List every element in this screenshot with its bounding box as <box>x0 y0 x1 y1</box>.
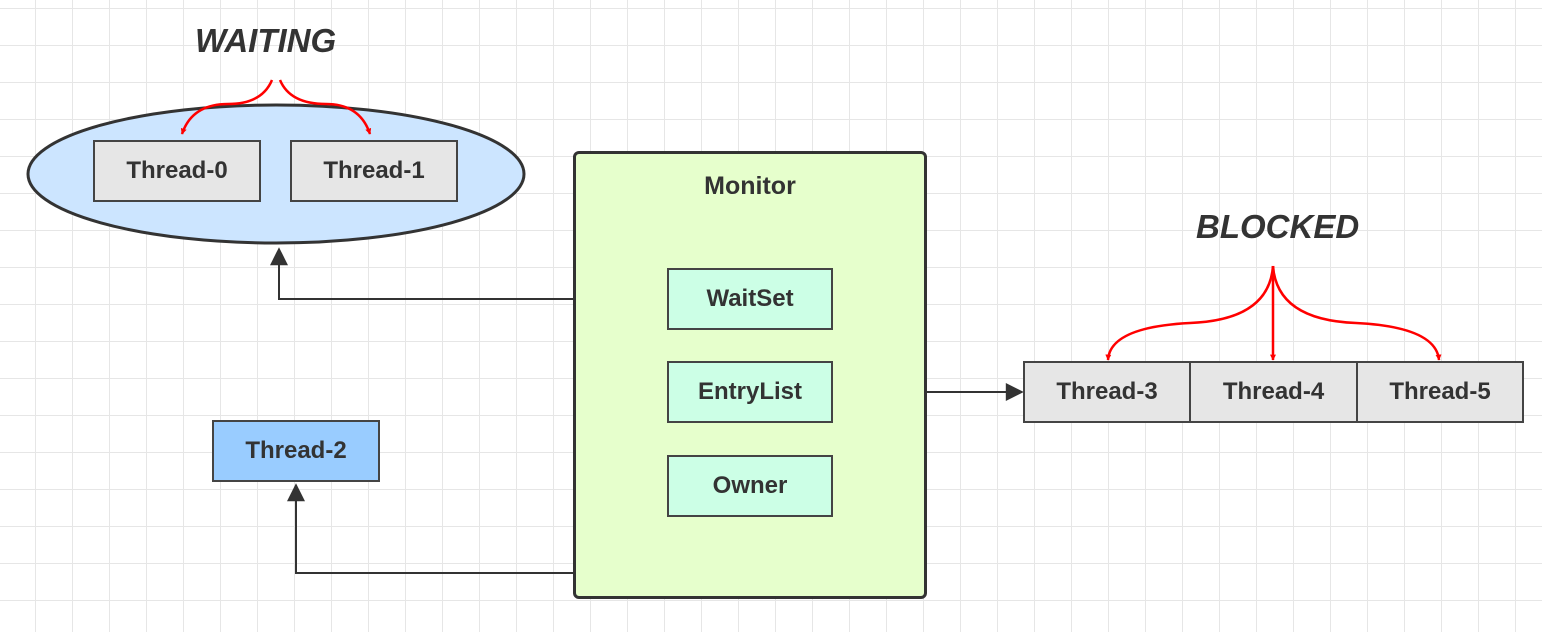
thread-5-box: Thread-5 <box>1356 361 1524 423</box>
thread-1-box: Thread-1 <box>290 140 458 202</box>
thread-0-box: Thread-0 <box>93 140 261 202</box>
entrylist-field: EntryList <box>667 361 833 423</box>
thread-4-box: Thread-4 <box>1189 361 1358 423</box>
waitset-to-waiting-arrow <box>270 247 667 300</box>
thread-3-box: Thread-3 <box>1023 361 1191 423</box>
waiting-arrow-left <box>180 79 274 135</box>
blocked-arrow-left <box>1105 265 1275 361</box>
waiting-state-label: WAITING <box>195 22 337 59</box>
thread-2-box: Thread-2 <box>212 420 380 482</box>
owner-field: Owner <box>667 455 833 517</box>
monitor-title: Monitor <box>704 172 796 200</box>
blocked-arrow-right <box>1271 265 1442 361</box>
waitset-field: WaitSet <box>667 268 833 330</box>
waiting-arrow-right <box>278 79 372 135</box>
waiting-set-ellipse <box>26 103 526 245</box>
blocked-state-label: BLOCKED <box>1196 208 1360 245</box>
